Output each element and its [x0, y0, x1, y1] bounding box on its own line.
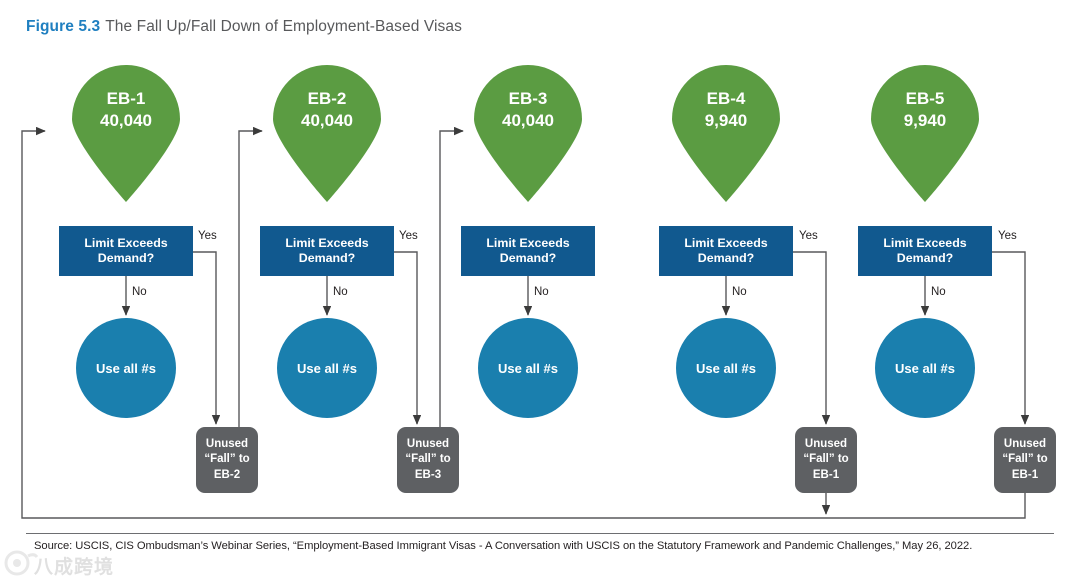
- pin-label: EB-3 40,040: [469, 88, 587, 132]
- edge-label-no-eb2: No: [333, 286, 348, 298]
- pin-eb1[interactable]: EB-1 40,040: [67, 64, 185, 202]
- wire-unused1-to-eb2: [238, 126, 263, 427]
- decision-eb1[interactable]: Limit Exceeds Demand?: [59, 226, 193, 276]
- pin-number: 40,040: [502, 111, 554, 130]
- pin-eb3[interactable]: EB-3 40,040: [469, 64, 587, 202]
- unused-box-eb4[interactable]: Unused “Fall” to EB-1: [795, 427, 857, 493]
- edge-label-no-eb4: No: [732, 286, 747, 298]
- map-pin-icon: [273, 65, 381, 202]
- pin-number: 9,940: [903, 111, 947, 130]
- unused-line-2: “Fall”: [204, 453, 236, 466]
- pin-label: EB-4 9,940: [667, 88, 785, 132]
- unused-line-1: Unused: [804, 437, 848, 450]
- map-pin-icon: [72, 65, 180, 202]
- circle-line-1: Use all: [894, 360, 937, 376]
- pin-number: 40,040: [100, 111, 152, 130]
- pin-label: EB-5 9,940: [866, 88, 984, 132]
- circle-line-2: #s: [141, 360, 156, 376]
- unused-line-3: to EB-3: [414, 453, 451, 481]
- decision-line-2: Demand?: [499, 251, 557, 265]
- circle-use-all-eb5[interactable]: Use all #s: [875, 318, 975, 418]
- camera-icon: [4, 550, 39, 576]
- circle-line-2: #s: [940, 360, 955, 376]
- decision-line-1: Limit Exceeds: [285, 235, 369, 250]
- pin-label: EB-1 40,040: [67, 88, 185, 132]
- decision-line-2: Demand?: [697, 251, 755, 265]
- figure-number: Figure 5.3: [26, 18, 101, 35]
- pin-category: EB-4: [706, 89, 746, 108]
- decision-line-1: Limit Exceeds: [684, 235, 768, 250]
- unused-line-2: “Fall”: [405, 453, 437, 466]
- edge-label-yes-eb5: Yes: [998, 230, 1017, 242]
- unused-line-2: “Fall”: [803, 453, 835, 466]
- figure-caption: The Fall Up/Fall Down of Employment-Base…: [105, 18, 462, 35]
- wire-unused2-to-eb3: [439, 126, 464, 427]
- footer-divider: [26, 533, 1054, 534]
- watermark: 八成跨境: [4, 548, 154, 582]
- decision-line-2: Demand?: [298, 251, 356, 265]
- decision-eb5[interactable]: Limit Exceeds Demand?: [858, 226, 992, 276]
- watermark-text: 八成跨境: [34, 557, 115, 578]
- map-pin-icon: [474, 65, 582, 202]
- decision-line-1: Limit Exceeds: [486, 235, 570, 250]
- wire-unused5-rail: [828, 492, 1026, 519]
- decision-line-2: Demand?: [97, 251, 155, 265]
- circle-use-all-eb2[interactable]: Use all #s: [277, 318, 377, 418]
- circle-line-1: Use all: [296, 360, 339, 376]
- pin-category: EB-1: [106, 89, 146, 108]
- source-note: Source: USCIS, CIS Ombudsman’s Webinar S…: [34, 540, 973, 552]
- circle-line-2: #s: [741, 360, 756, 376]
- wire-eb1-yes: [193, 251, 221, 425]
- edge-label-yes-eb1: Yes: [198, 230, 217, 242]
- edge-label-no-eb3: No: [534, 286, 549, 298]
- decision-line-1: Limit Exceeds: [84, 235, 168, 250]
- pin-number: 40,040: [301, 111, 353, 130]
- unused-line-3: to EB-2: [213, 453, 250, 481]
- decision-line-2: Demand?: [896, 251, 954, 265]
- decision-eb2[interactable]: Limit Exceeds Demand?: [260, 226, 394, 276]
- edge-label-yes-eb2: Yes: [399, 230, 418, 242]
- circle-line-1: Use all: [497, 360, 540, 376]
- circle-line-1: Use all: [95, 360, 138, 376]
- edge-label-yes-eb4: Yes: [799, 230, 818, 242]
- edge-label-no-eb1: No: [132, 286, 147, 298]
- pin-category: EB-3: [508, 89, 548, 108]
- pin-label: EB-2 40,040: [268, 88, 386, 132]
- circle-use-all-eb1[interactable]: Use all #s: [76, 318, 176, 418]
- decision-eb4[interactable]: Limit Exceeds Demand?: [659, 226, 793, 276]
- wire-eb5-yes: [992, 251, 1030, 425]
- pin-eb2[interactable]: EB-2 40,040: [268, 64, 386, 202]
- pin-eb4[interactable]: EB-4 9,940: [667, 64, 785, 202]
- unused-line-1: Unused: [205, 437, 249, 450]
- circle-line-1: Use all: [695, 360, 738, 376]
- unused-line-2: “Fall”: [1002, 453, 1034, 466]
- pin-category: EB-5: [905, 89, 945, 108]
- map-pin-icon: [672, 65, 780, 202]
- unused-box-eb2[interactable]: Unused “Fall” to EB-3: [397, 427, 459, 493]
- circle-use-all-eb4[interactable]: Use all #s: [676, 318, 776, 418]
- unused-line-1: Unused: [406, 437, 450, 450]
- pin-eb5[interactable]: EB-5 9,940: [866, 64, 984, 202]
- unused-line-1: Unused: [1003, 437, 1047, 450]
- wire-eb4-yes: [793, 251, 831, 425]
- circle-line-2: #s: [342, 360, 357, 376]
- unused-box-eb1[interactable]: Unused “Fall” to EB-2: [196, 427, 258, 493]
- decision-eb3[interactable]: Limit Exceeds Demand?: [461, 226, 595, 276]
- circle-use-all-eb3[interactable]: Use all #s: [478, 318, 578, 418]
- unused-box-eb5[interactable]: Unused “Fall” to EB-1: [994, 427, 1056, 493]
- unused-line-3: to EB-1: [812, 453, 849, 481]
- pin-category: EB-2: [307, 89, 347, 108]
- circle-line-2: #s: [543, 360, 558, 376]
- pin-number: 9,940: [704, 111, 748, 130]
- wire-eb2-yes: [394, 251, 422, 425]
- map-pin-icon: [871, 65, 979, 202]
- edge-label-no-eb5: No: [931, 286, 946, 298]
- unused-line-3: to EB-1: [1011, 453, 1048, 481]
- decision-line-1: Limit Exceeds: [883, 235, 967, 250]
